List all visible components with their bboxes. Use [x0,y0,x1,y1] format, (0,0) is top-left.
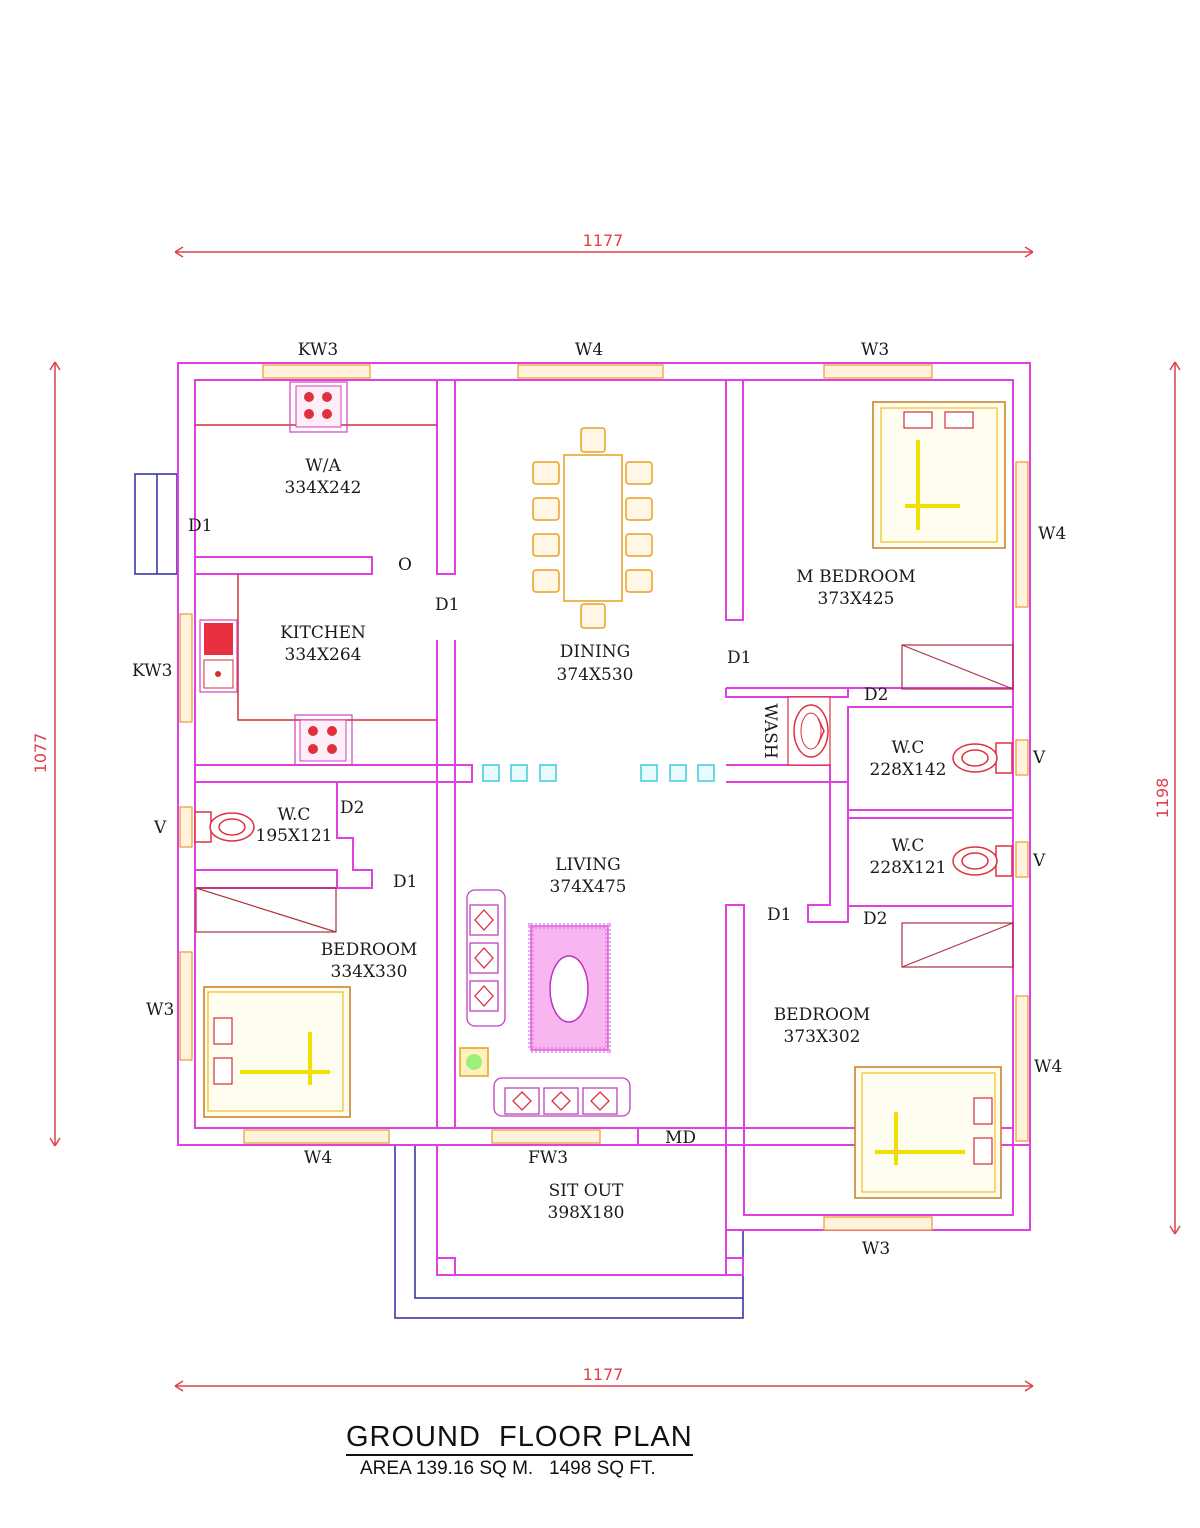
room-wa: W/A 334X242 [285,456,362,498]
toilet-right2-icon [952,845,1013,877]
room-wc-left-name: W.C [278,805,311,825]
wash-basin-icon [787,696,831,766]
label-w3-top: W3 [861,340,889,360]
room-bedroom-left-name: BEDROOM [321,940,418,960]
room-wc-left-size: 195X121 [256,826,333,846]
room-wa-size: 334X242 [285,478,362,498]
room-wc-right2-size: 228X121 [870,858,947,878]
kitchen-counter [237,574,437,721]
label-o: O [398,555,412,575]
rug-icon [528,923,611,1053]
label-d2-left: D2 [340,798,364,818]
label-d1-wa: D1 [188,516,212,536]
label-kw3-left: KW3 [132,661,172,681]
label-md: MD [665,1128,696,1148]
room-kitchen-size: 334X264 [285,645,362,665]
plan-area: AREA 139.16 SQ M. 1498 SQ FT. [360,1458,656,1479]
stove-top [289,381,348,433]
label-d1-mbed: D1 [727,648,751,668]
arch-columns [482,764,715,782]
label-w4-bottom: W4 [304,1148,332,1168]
room-bedroom-right-size: 373X302 [784,1027,861,1047]
room-wc-left: W.C 195X121 [256,805,333,846]
sofa-bottom-icon [493,1077,631,1117]
sink-icon [199,619,238,693]
label-fw3: FW3 [528,1148,568,1168]
plan-title: GROUND FLOOR PLAN [346,1420,693,1456]
opening-labels: KW3 W4 W3 W4 D1 O D1 KW3 D1 D2 V V D2 D1… [132,340,1066,1259]
stove-kitchen [294,714,353,766]
bed-left-icon [203,986,351,1118]
dimension-left-label: 1077 [31,733,50,774]
toilet-left-icon [194,811,255,843]
dimension-right: 1198 [1153,361,1181,1235]
label-kw3-top: KW3 [298,340,338,360]
room-wc-right1: W.C 228X142 [870,738,947,780]
label-d1-right: D1 [767,905,791,925]
room-sitout: SIT OUT 398X180 [548,1181,625,1223]
room-mbedroom-name: M BEDROOM [796,567,915,587]
label-w3-left: W3 [146,1000,174,1020]
label-d2-wc1: D2 [864,685,888,705]
dimension-top-label: 1177 [583,231,624,250]
room-wa-name: W/A [305,456,341,476]
label-v-wc1: V [1032,748,1046,768]
room-wc-right1-size: 228X142 [870,760,947,780]
walls [177,362,1031,1276]
label-w4-right-bottom: W4 [1034,1057,1062,1077]
room-bedroom-left: BEDROOM 334X330 [321,940,418,982]
bed-master-icon [872,401,1006,549]
sofa-side-icon [466,889,506,1027]
room-living: LIVING 374X475 [550,855,627,897]
room-living-size: 374X475 [550,877,627,897]
room-bedroom-right: BEDROOM 373X302 [774,1005,871,1047]
room-sitout-name: SIT OUT [549,1181,624,1201]
wardrobes [195,644,1014,968]
room-dining-size: 374X530 [557,665,634,685]
room-dining-name: DINING [560,642,630,662]
room-kitchen: KITCHEN 334X264 [280,623,366,665]
room-kitchen-name: KITCHEN [280,623,366,643]
room-bedroom-left-size: 334X330 [331,962,408,982]
room-dining: DINING 374X530 [557,642,634,685]
dimension-top: 1177 [174,231,1034,258]
room-living-name: LIVING [555,855,620,875]
room-sitout-size: 398X180 [548,1203,625,1223]
label-d1-kitchen: D1 [435,595,459,615]
room-bedroom-right-name: BEDROOM [774,1005,871,1025]
dimension-bottom-label: 1177 [583,1365,624,1384]
plant-icon [459,1047,489,1077]
room-mbedroom: M BEDROOM 373X425 [796,567,915,609]
dimension-left: 1077 [31,361,61,1147]
label-w4-top: W4 [575,340,603,360]
room-mbedroom-size: 373X425 [818,589,895,609]
windows [179,364,1029,1231]
label-v-wc2: V [1032,851,1046,871]
room-wc-right1-name: W.C [892,738,925,758]
room-wc-right2-name: W.C [892,836,925,856]
label-d1-left: D1 [393,872,417,892]
bed-right-icon [854,1066,1002,1199]
toilet-right1-icon [952,742,1013,774]
dimension-bottom: 1177 [174,1365,1034,1392]
label-d2-right: D2 [863,909,887,929]
dining-table-icon [532,427,653,629]
dimension-right-label: 1198 [1153,778,1172,819]
label-v-left: V [153,818,167,838]
label-w4-right-top: W4 [1038,524,1066,544]
room-wash-name: WASH [760,703,780,758]
room-wc-right2: W.C 228X121 [870,836,947,878]
label-w3-bottom: W3 [862,1239,890,1259]
